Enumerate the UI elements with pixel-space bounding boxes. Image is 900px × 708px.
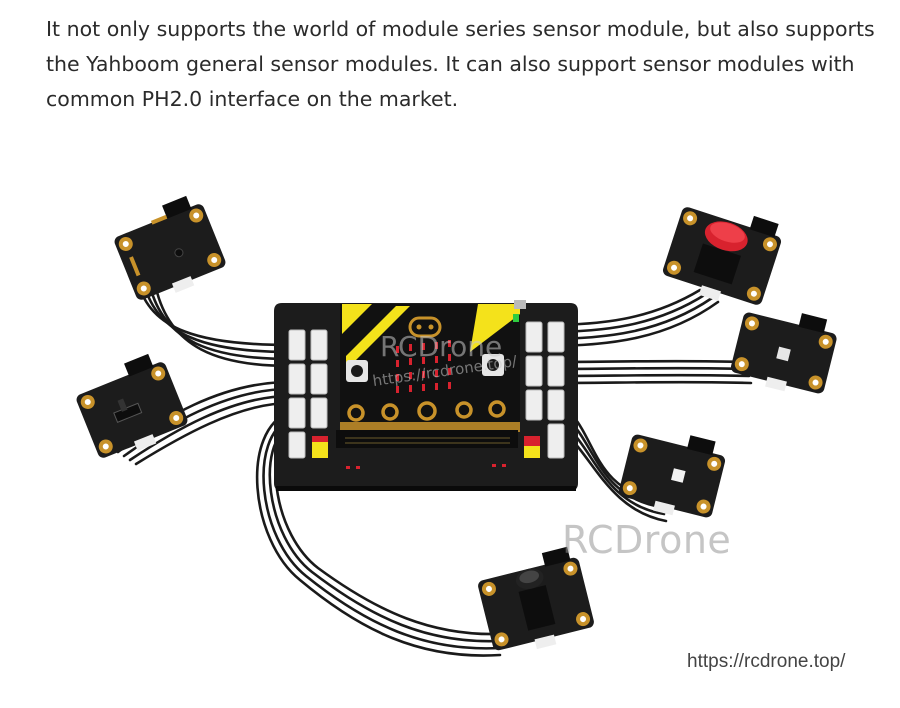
watermark-brand: RCDrone bbox=[562, 518, 732, 562]
expansion-board bbox=[274, 300, 578, 491]
sensor-module-top-left bbox=[114, 195, 226, 300]
left-yellow-header bbox=[312, 442, 328, 458]
microbit-board bbox=[340, 304, 520, 432]
edge-slot bbox=[336, 430, 518, 448]
sensor-module-button bbox=[662, 207, 782, 305]
power-led bbox=[513, 314, 519, 322]
cables bbox=[116, 280, 753, 657]
description-line-2: the Yahboom general sensor modules. It c… bbox=[46, 52, 855, 76]
led-matrix bbox=[396, 340, 451, 393]
description-line-3: common PH2.0 interface on the market. bbox=[46, 87, 459, 111]
right-connectors bbox=[525, 321, 565, 459]
description-line-1: It not only supports the world of module… bbox=[46, 17, 875, 41]
right-red-header bbox=[524, 436, 540, 446]
edge-pins bbox=[347, 400, 506, 422]
cable-top-left bbox=[136, 280, 292, 368]
watermark-board-brand: RCDrone bbox=[380, 330, 503, 363]
microbit-logo bbox=[408, 316, 442, 338]
left-connectors bbox=[288, 329, 328, 459]
sensor-module-lower-right bbox=[618, 434, 726, 518]
sensor-module-mid-right bbox=[730, 312, 837, 394]
description-text: It not only supports the world of module… bbox=[46, 12, 875, 117]
sensor-module-mid-left bbox=[76, 353, 188, 458]
sensor-module-knob bbox=[478, 546, 594, 651]
watermark-url: https://rcdrone.top/ bbox=[687, 651, 846, 672]
